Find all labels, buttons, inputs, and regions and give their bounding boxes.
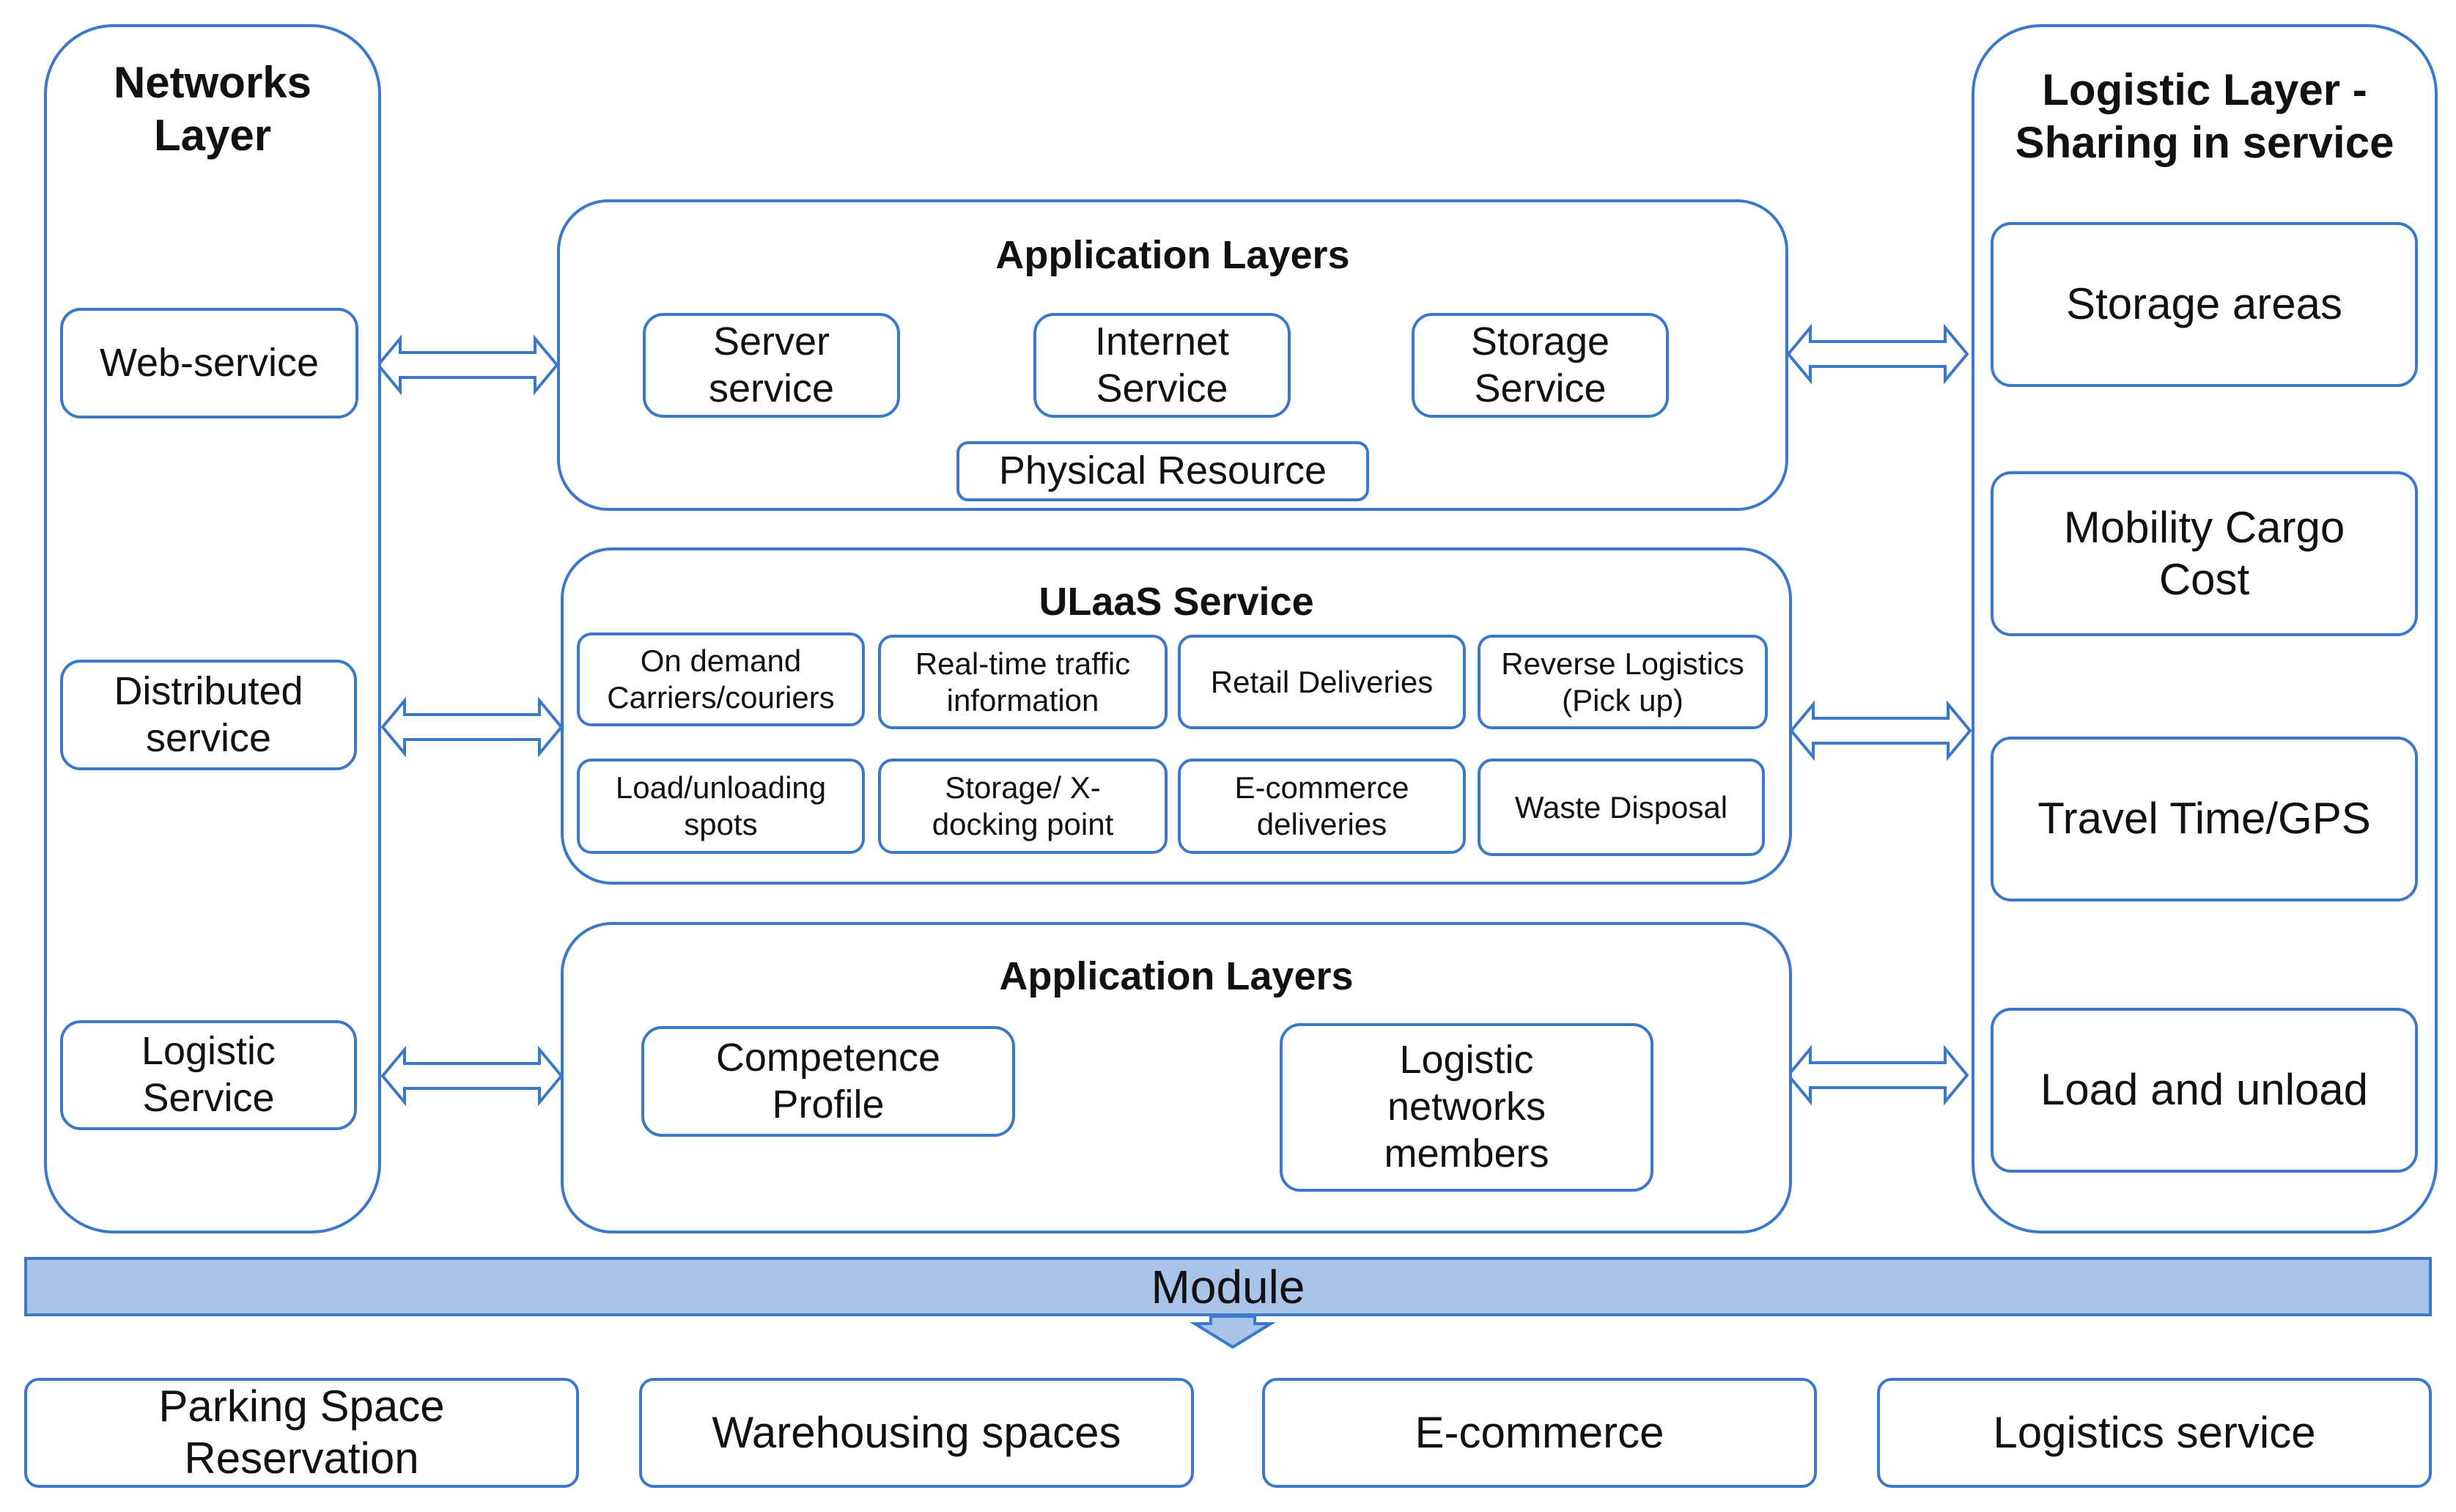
ulaas-item-waste-disposal: Waste Disposal (1478, 759, 1765, 856)
arrow-ulaas-to-logistic-layer (1789, 700, 1972, 761)
ulaas-item-e-commerce-deliveries: E-commerce deliveries (1178, 759, 1466, 854)
ulaas-item-reverse-logistics: Reverse Logistics (Pick up) (1478, 635, 1768, 729)
module-down-arrow (1189, 1315, 1277, 1349)
arrow-web-to-app-top (376, 334, 559, 396)
arrow-app-bottom-to-logistic-layer (1786, 1044, 1969, 1106)
travel-time-gps-box: Travel Time/GPS (1991, 737, 2418, 901)
e-commerce-box: E-commerce (1262, 1378, 1817, 1488)
parking-space-reservation-box: Parking Space Reservation (24, 1378, 579, 1488)
load-and-unload-box: Load and unload (1991, 1008, 2418, 1173)
web-service-box: Web-service (60, 308, 358, 418)
logistic-networks-members-box: Logistic networks members (1280, 1023, 1653, 1192)
competence-profile-box: Competence Profile (641, 1026, 1015, 1137)
internet-service-box: Internet Service (1033, 313, 1291, 418)
logistic-service-box: Logistic Service (60, 1020, 357, 1130)
ulaas-item-storage-x-docking: Storage/ X- docking point (878, 759, 1168, 854)
ulaas-title: ULaaS Service (1039, 580, 1314, 624)
server-service-box: Server service (643, 313, 900, 418)
storage-service-box: Storage Service (1412, 313, 1669, 418)
mobility-cargo-cost-box: Mobility Cargo Cost (1991, 471, 2418, 636)
ulaas-item-retail-deliveries: Retail Deliveries (1178, 635, 1466, 729)
app-layers-top-title: Application Layers (995, 233, 1350, 277)
app-layers-bottom-title: Application Layers (999, 954, 1354, 998)
distributed-service-box: Distributed service (60, 660, 357, 770)
module-bar: Module (24, 1257, 2432, 1316)
storage-areas-box: Storage areas (1991, 222, 2418, 387)
ulaas-item-real-time-traffic: Real-time traffic information (878, 635, 1168, 729)
logistics-service-box: Logistics service (1877, 1378, 2432, 1488)
arrow-distributed-to-ulaas (380, 696, 564, 758)
ulaas-item-load-unloading: Load/unloading spots (577, 759, 865, 854)
physical-resource-box: Physical Resource (956, 441, 1369, 501)
warehousing-spaces-box: Warehousing spaces (639, 1378, 1194, 1488)
networks-layer-title: Networks Layer (113, 58, 312, 160)
arrow-logistic-to-app-bottom (380, 1045, 564, 1107)
logistic-layer-title: Logistic Layer - Sharing in service (2015, 65, 2394, 167)
arrow-app-top-to-logistic-layer (1786, 323, 1969, 385)
ulaas-item-on-demand: On demand Carriers/couriers (577, 633, 865, 726)
